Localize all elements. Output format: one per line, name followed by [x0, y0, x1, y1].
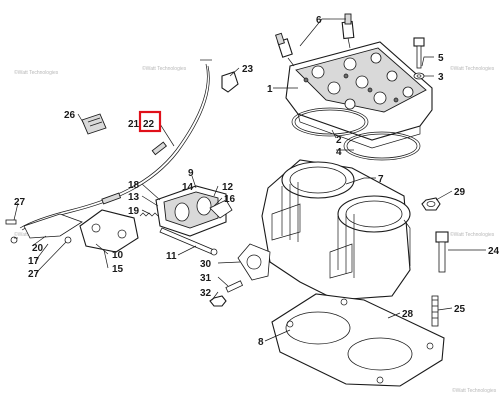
- watermark-text: ©Watt Technologies: [450, 231, 495, 238]
- exhaust-stud[interactable]: [225, 280, 244, 293]
- screw[interactable]: [5, 219, 17, 225]
- callout-24[interactable]: 24: [488, 246, 500, 257]
- callout-28[interactable]: 28: [402, 309, 414, 320]
- small-bracket[interactable]: [209, 199, 233, 219]
- spark-plug[interactable]: [341, 13, 355, 49]
- callout-14[interactable]: 14: [182, 182, 194, 193]
- callout-30[interactable]: 30: [200, 259, 212, 270]
- callout-25[interactable]: 25: [454, 304, 466, 315]
- linkage-bracket[interactable]: [23, 213, 83, 239]
- callout-1[interactable]: 1: [267, 84, 273, 95]
- watermark-text: ©Watt Technologies: [142, 65, 187, 72]
- callout-23[interactable]: 23: [242, 64, 254, 75]
- callout-6[interactable]: 6: [316, 15, 322, 26]
- callout-16[interactable]: 16: [224, 194, 236, 205]
- callout-17[interactable]: 17: [28, 256, 40, 267]
- washer[interactable]: [10, 236, 18, 244]
- callout-22[interactable]: 22: [143, 119, 155, 130]
- callout-2[interactable]: 2: [336, 135, 342, 146]
- callout-12[interactable]: 12: [222, 182, 234, 193]
- exhaust-nut[interactable]: [209, 295, 227, 307]
- cylinder-block[interactable]: [261, 159, 411, 301]
- boot-clamp[interactable]: [81, 113, 107, 135]
- callout-27[interactable]: 27: [28, 269, 40, 280]
- callout-11[interactable]: 11: [166, 251, 177, 262]
- callout-3[interactable]: 3: [438, 72, 444, 83]
- callout-21[interactable]: 21: [128, 119, 140, 130]
- spark-plug[interactable]: [275, 32, 295, 67]
- spring[interactable]: [139, 212, 159, 217]
- exhaust-gasket[interactable]: [237, 243, 271, 281]
- washer[interactable]: [413, 72, 425, 80]
- watermark-text: ©Watt Technologies: [450, 65, 495, 72]
- nut[interactable]: [421, 197, 441, 211]
- selected-part-highlight: [138, 110, 162, 133]
- callout-15[interactable]: 15: [112, 264, 124, 275]
- cylinder-head[interactable]: [285, 41, 433, 149]
- callout-19[interactable]: 19: [128, 206, 140, 217]
- callout-31[interactable]: 31: [200, 273, 212, 284]
- callout-18[interactable]: 18: [128, 180, 140, 191]
- cable-bracket[interactable]: [221, 71, 239, 93]
- callout-10[interactable]: 10: [112, 250, 124, 261]
- nut[interactable]: [64, 236, 72, 244]
- callout-labels: 1 2 3 4 5 6 7 8 9 10 11 12 13 14 15 16 1…: [14, 15, 500, 348]
- callout-7[interactable]: 7: [378, 174, 384, 185]
- callout-9[interactable]: 9: [188, 168, 194, 179]
- watermark-text: ©Watt Technologies: [452, 387, 497, 394]
- reed-valve-assembly[interactable]: [155, 185, 227, 237]
- long-bolt[interactable]: [159, 227, 218, 256]
- callout-13[interactable]: 13: [128, 192, 140, 203]
- leader-lines: [13, 18, 486, 342]
- stud-bolt[interactable]: [435, 231, 449, 273]
- head-o-ring-gasket[interactable]: [343, 131, 421, 161]
- watermark-text: ©Watt Technologies: [14, 69, 59, 76]
- callout-26[interactable]: 26: [64, 110, 76, 121]
- callout-32[interactable]: 32: [200, 288, 212, 299]
- head-bolt[interactable]: [413, 37, 425, 69]
- stud[interactable]: [431, 295, 439, 327]
- throttle-linkage-plate[interactable]: [79, 209, 139, 253]
- callout-29[interactable]: 29: [454, 187, 466, 198]
- head-o-ring-gasket[interactable]: [291, 107, 369, 137]
- callout-27[interactable]: 27: [14, 197, 26, 208]
- callout-8[interactable]: 8: [258, 337, 264, 348]
- base-gasket[interactable]: [271, 293, 445, 387]
- callout-4[interactable]: 4: [336, 147, 342, 158]
- callout-20[interactable]: 20: [32, 243, 44, 254]
- callout-5[interactable]: 5: [438, 53, 444, 64]
